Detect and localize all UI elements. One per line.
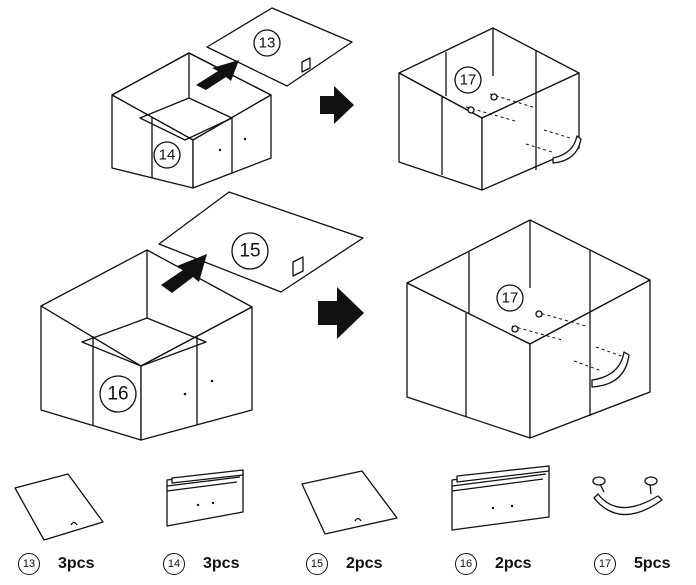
svg-text:14: 14 [159, 147, 176, 164]
small-assembled-box [398, 27, 582, 191]
small-box [111, 52, 272, 189]
callout-large-panel: 15 [231, 232, 269, 270]
callout-large-handle: 17 [496, 284, 524, 312]
legend-number: 16 [455, 553, 477, 575]
legend-part-15: 15 2pcs [306, 553, 382, 575]
step-arrow-1 [320, 86, 354, 124]
legend-part-17: 17 5pcs [594, 553, 670, 575]
part-14-box-side [166, 469, 244, 527]
part-13-panel [14, 473, 104, 541]
legend-number: 17 [594, 553, 616, 575]
svg-text:15: 15 [239, 241, 260, 262]
svg-text:17: 17 [502, 290, 519, 307]
large-box [40, 249, 253, 441]
legend-number: 15 [306, 553, 328, 575]
large-assembled-box [406, 219, 651, 439]
svg-text:17: 17 [460, 72, 477, 89]
legend-quantity: 2pcs [346, 555, 383, 572]
legend-quantity: 3pcs [203, 555, 240, 572]
callout-small-handle: 17 [454, 66, 482, 94]
callout-large-box: 16 [99, 375, 137, 413]
legend-quantity: 3pcs [58, 555, 95, 572]
part-16-box-side [451, 465, 550, 531]
svg-text:13: 13 [259, 35, 276, 52]
legend-number: 14 [163, 553, 185, 575]
callout-small-box: 14 [153, 141, 181, 169]
insert-arrow-small [196, 60, 239, 90]
callout-small-panel: 13 [253, 29, 281, 57]
legend-part-16: 16 2pcs [455, 553, 531, 575]
svg-text:16: 16 [107, 384, 128, 405]
legend-quantity: 5pcs [634, 555, 671, 572]
insert-arrow-large [161, 254, 207, 293]
legend-quantity: 2pcs [495, 555, 532, 572]
legend-part-13: 13 3pcs [18, 553, 94, 575]
part-15-panel [301, 470, 398, 535]
legend-number: 13 [18, 553, 40, 575]
step-arrow-2 [318, 287, 364, 339]
part-17-handle [592, 476, 663, 516]
legend-part-14: 14 3pcs [163, 553, 239, 575]
